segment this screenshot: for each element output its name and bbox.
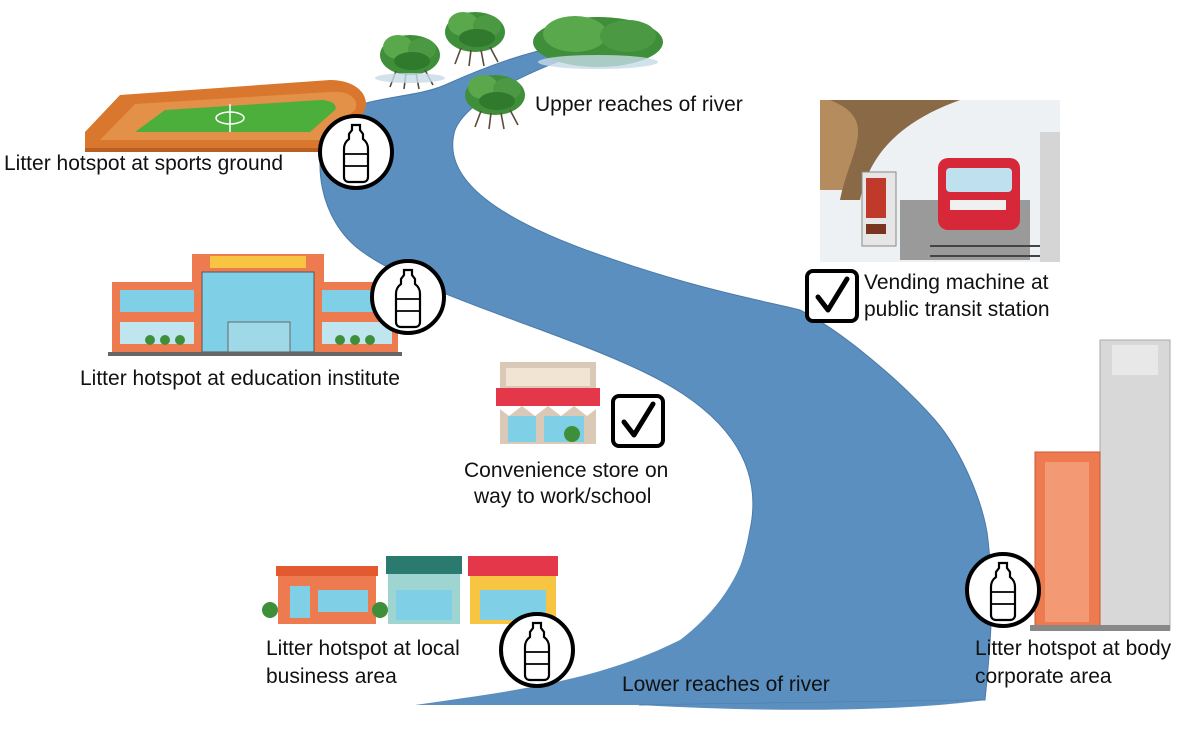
label-local-business-l2: business area <box>266 665 397 688</box>
label-vending-l2: public transit station <box>864 298 1050 321</box>
plastic-bottle-icon <box>318 114 394 190</box>
river-lower-spread <box>415 530 760 705</box>
plastic-bottle-icon <box>499 612 575 688</box>
plastic-bottle-icon <box>370 259 446 335</box>
transit-station <box>820 100 1060 262</box>
checkmark-box-icon <box>807 271 857 321</box>
label-local-business-l1: Litter hotspot at local <box>266 637 460 660</box>
education-building <box>108 254 402 356</box>
label-education: Litter hotspot at education institute <box>80 367 400 390</box>
label-body-corporate-l2: corporate area <box>975 665 1112 688</box>
label-lower-river: Lower reaches of river <box>622 673 830 696</box>
label-convenience-store-l1: Convenience store on <box>464 459 669 482</box>
checkmark-box-icon <box>613 396 663 446</box>
plastic-bottle-icon <box>965 552 1041 628</box>
mangrove-trees <box>375 11 663 130</box>
body-corporate-towers <box>1030 339 1171 631</box>
label-vending-l1: Vending machine at <box>864 271 1049 294</box>
river-lower-bend <box>640 700 985 710</box>
label-body-corporate-l1: Litter hotspot at body <box>975 637 1172 660</box>
label-sports-ground: Litter hotspot at sports ground <box>4 152 283 175</box>
convenience-store <box>496 362 600 444</box>
local-business-shops <box>262 556 558 624</box>
label-convenience-store-l2: way to work/school <box>474 485 652 508</box>
label-upper-river: Upper reaches of river <box>535 93 743 116</box>
sports-ground <box>85 80 366 152</box>
